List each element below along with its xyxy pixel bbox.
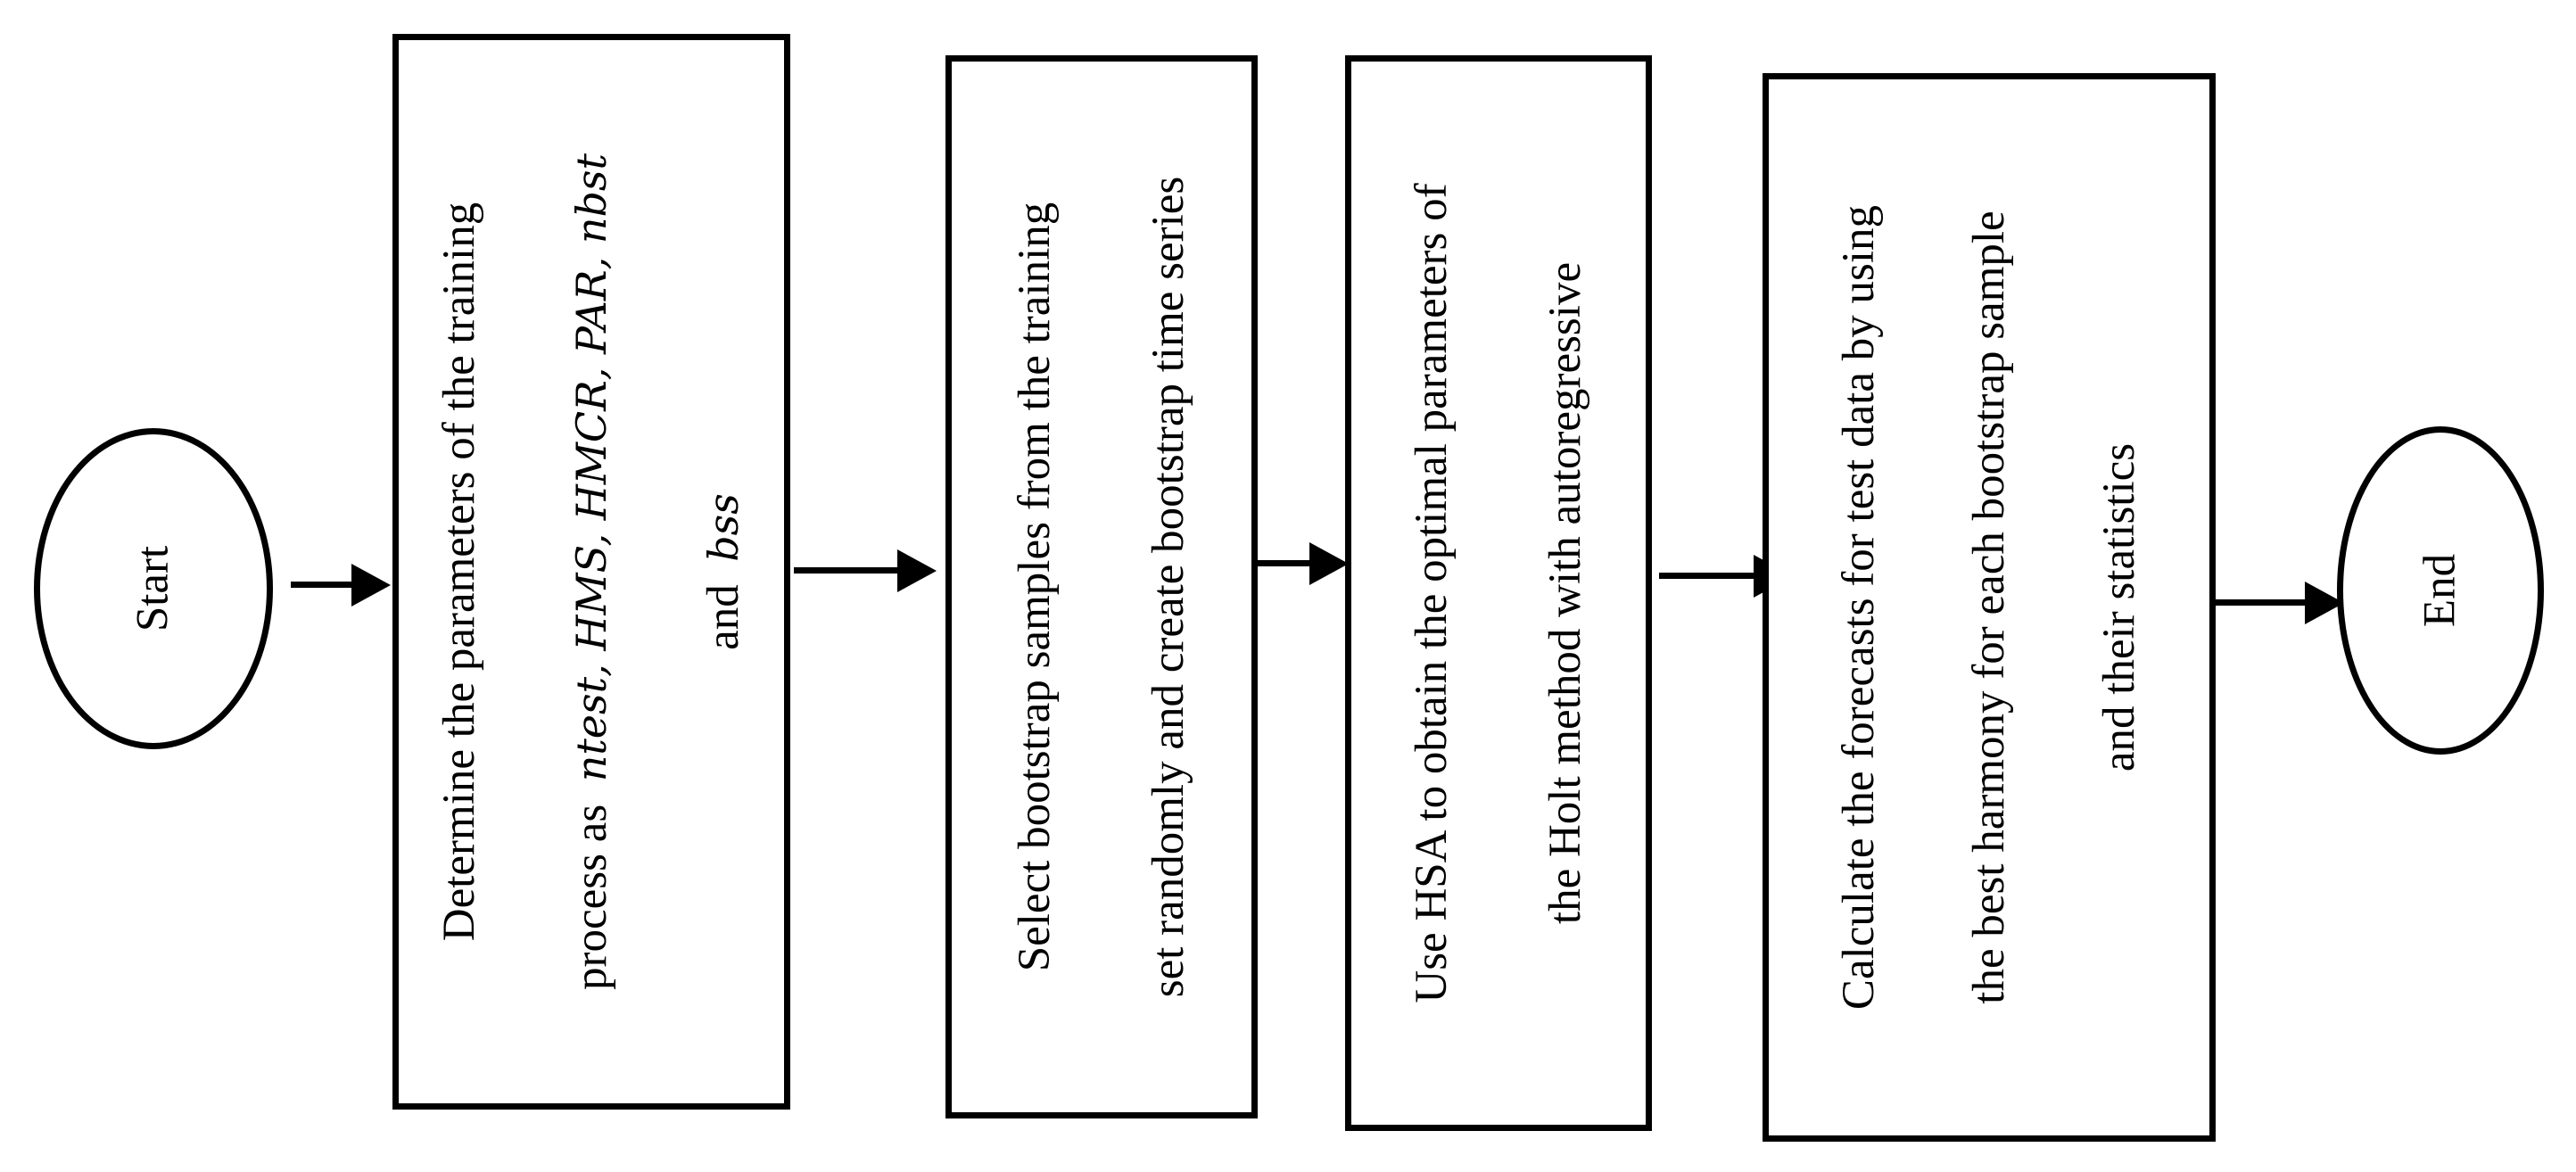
step2-text: Select bootstrap samples from the traini…: [968, 177, 1235, 998]
arrow-start-to-step1: [291, 582, 355, 588]
step4-line1: Calculate the forecasts for test data by…: [1834, 204, 1884, 1011]
step3-line2: the Holt method with autoregressive: [1540, 261, 1590, 925]
step3-text: Use HSA to obtain the optimal parameters…: [1365, 183, 1632, 1003]
step2-box: Select bootstrap samples from the traini…: [945, 55, 1258, 1118]
step1-text: Determine the parameters of the training…: [393, 153, 789, 990]
step4-box: Calculate the forecasts for test data by…: [1763, 73, 2216, 1142]
arrow-step4-to-end: [2212, 599, 2308, 606]
step1-line2: process as ntest, HMS, HMCR, PAR, nbst: [525, 153, 657, 990]
arrow-step3-to-step4: [1659, 573, 1757, 579]
step4-line3: and their statistics: [2094, 442, 2144, 772]
step1-line3: and bss: [657, 153, 789, 990]
step1-line2-prefix: process as: [566, 804, 616, 990]
end-node: End: [2337, 426, 2544, 755]
step1-line2-math: ntest, HMS, HMCR, PAR, nbst: [567, 153, 615, 782]
step3-line1: Use HSA to obtain the optimal parameters…: [1407, 183, 1457, 1003]
arrow-step1-to-step2: [794, 567, 901, 574]
step3-box: Use HSA to obtain the optimal parameters…: [1345, 55, 1652, 1131]
step4-line2: the best harmony for each bootstrap samp…: [1964, 210, 2014, 1004]
step1-box: Determine the parameters of the training…: [392, 34, 790, 1110]
arrow-step2-to-step3: [1258, 560, 1313, 566]
step2-line1: Select bootstrap samples from the traini…: [1010, 202, 1060, 972]
step1-line1: Determine the parameters of the training: [434, 202, 484, 942]
start-label: Start: [128, 545, 178, 632]
end-label: End: [2415, 553, 2465, 628]
step1-line3-math: bss: [699, 493, 747, 562]
step1-line3-prefix: and: [698, 584, 748, 650]
step4-text: Calculate the forecasts for test data by…: [1794, 205, 2184, 1010]
step2-line2: set randomly and create bootstrap time s…: [1144, 176, 1193, 998]
start-node: Start: [34, 428, 273, 749]
